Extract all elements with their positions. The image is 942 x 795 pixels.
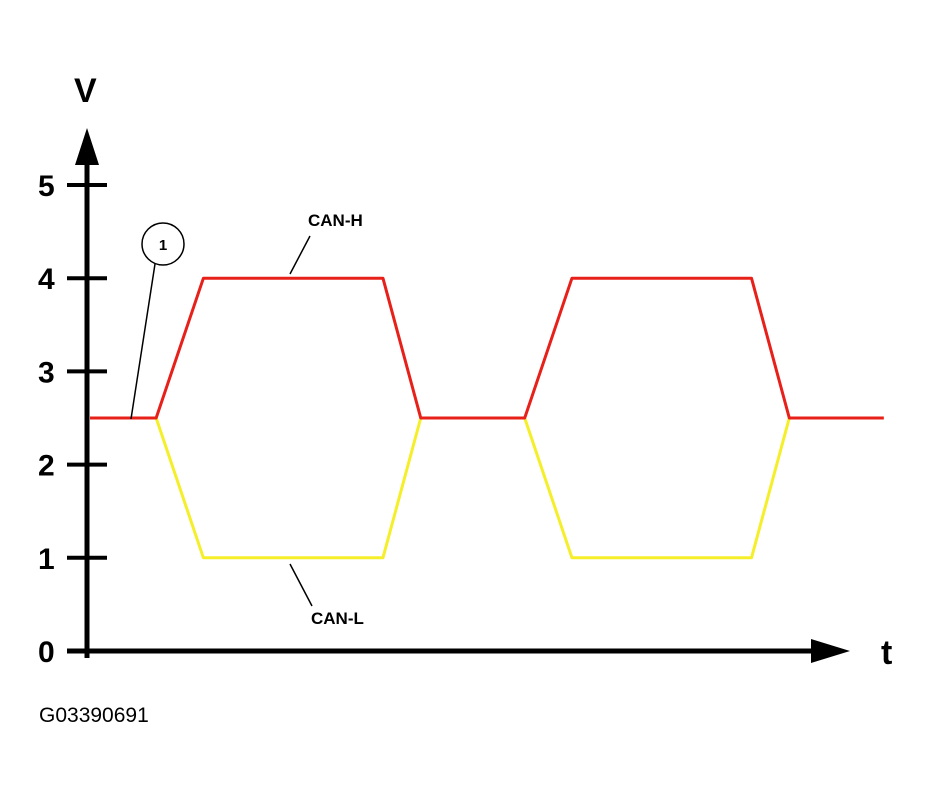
can-l-leader-line <box>289 563 313 607</box>
can-l-label: CAN-L <box>311 609 364 628</box>
callout-circle <box>141 222 185 266</box>
y-ticks: 0 1 2 3 4 5 <box>38 170 107 669</box>
can-h-signal-line <box>90 276 884 420</box>
can-h-label: CAN-H <box>308 211 363 230</box>
y-tick-label-5: 5 <box>38 170 55 203</box>
x-axis-arrow-icon <box>811 639 850 663</box>
callout-1: 1 <box>130 222 185 420</box>
callout-number: 1 <box>159 237 167 254</box>
can-h-label-group: CAN-H <box>289 211 363 275</box>
y-tick-label-3: 3 <box>38 356 55 389</box>
can-h-leader-line <box>289 235 311 275</box>
y-tick-label-2: 2 <box>38 450 55 483</box>
axes <box>67 128 850 663</box>
can-l-label-group: CAN-L <box>289 563 364 628</box>
figure-id: G03390691 <box>39 704 149 727</box>
y-axis-title: V <box>74 72 97 110</box>
y-tick-label-4: 4 <box>38 263 55 296</box>
y-axis-arrow-icon <box>75 128 99 165</box>
signal-series <box>90 276 884 560</box>
can-l-signal-line <box>90 416 884 560</box>
y-tick-label-0: 0 <box>38 636 55 669</box>
callout-leader-line <box>130 263 156 420</box>
y-tick-label-1: 1 <box>38 543 55 576</box>
x-axis-title: t <box>881 634 892 672</box>
